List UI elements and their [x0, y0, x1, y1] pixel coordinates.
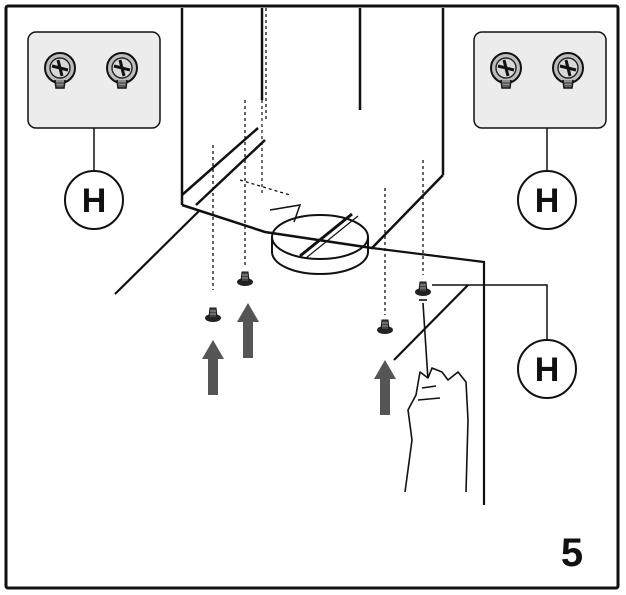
arrow-up-icon — [237, 303, 259, 358]
screw-inset-left — [27, 31, 161, 172]
screw-guide-lines — [212, 8, 424, 315]
arrow-up-icon — [202, 340, 224, 395]
screw-icon — [414, 281, 432, 297]
screw-icon — [376, 319, 394, 335]
arrows — [202, 303, 396, 415]
screw-inset-right — [473, 31, 607, 172]
figure-frame — [4, 4, 620, 590]
screw-icon — [236, 271, 254, 287]
callout-label: H — [535, 351, 560, 389]
callout-label: H — [82, 182, 107, 220]
hand-icon — [404, 367, 469, 493]
callout-label: H — [535, 182, 560, 220]
arrow-up-icon — [374, 360, 396, 415]
callout-right-top: H — [517, 170, 577, 230]
screw-icon — [204, 307, 222, 323]
screws — [204, 271, 432, 335]
step-number: 5 — [561, 531, 583, 575]
chimney — [180, 8, 445, 250]
ceiling-outline — [114, 209, 486, 505]
callout-left: H — [64, 170, 124, 230]
callout-right-bottom: H — [432, 284, 577, 399]
duct-ring — [269, 204, 369, 275]
